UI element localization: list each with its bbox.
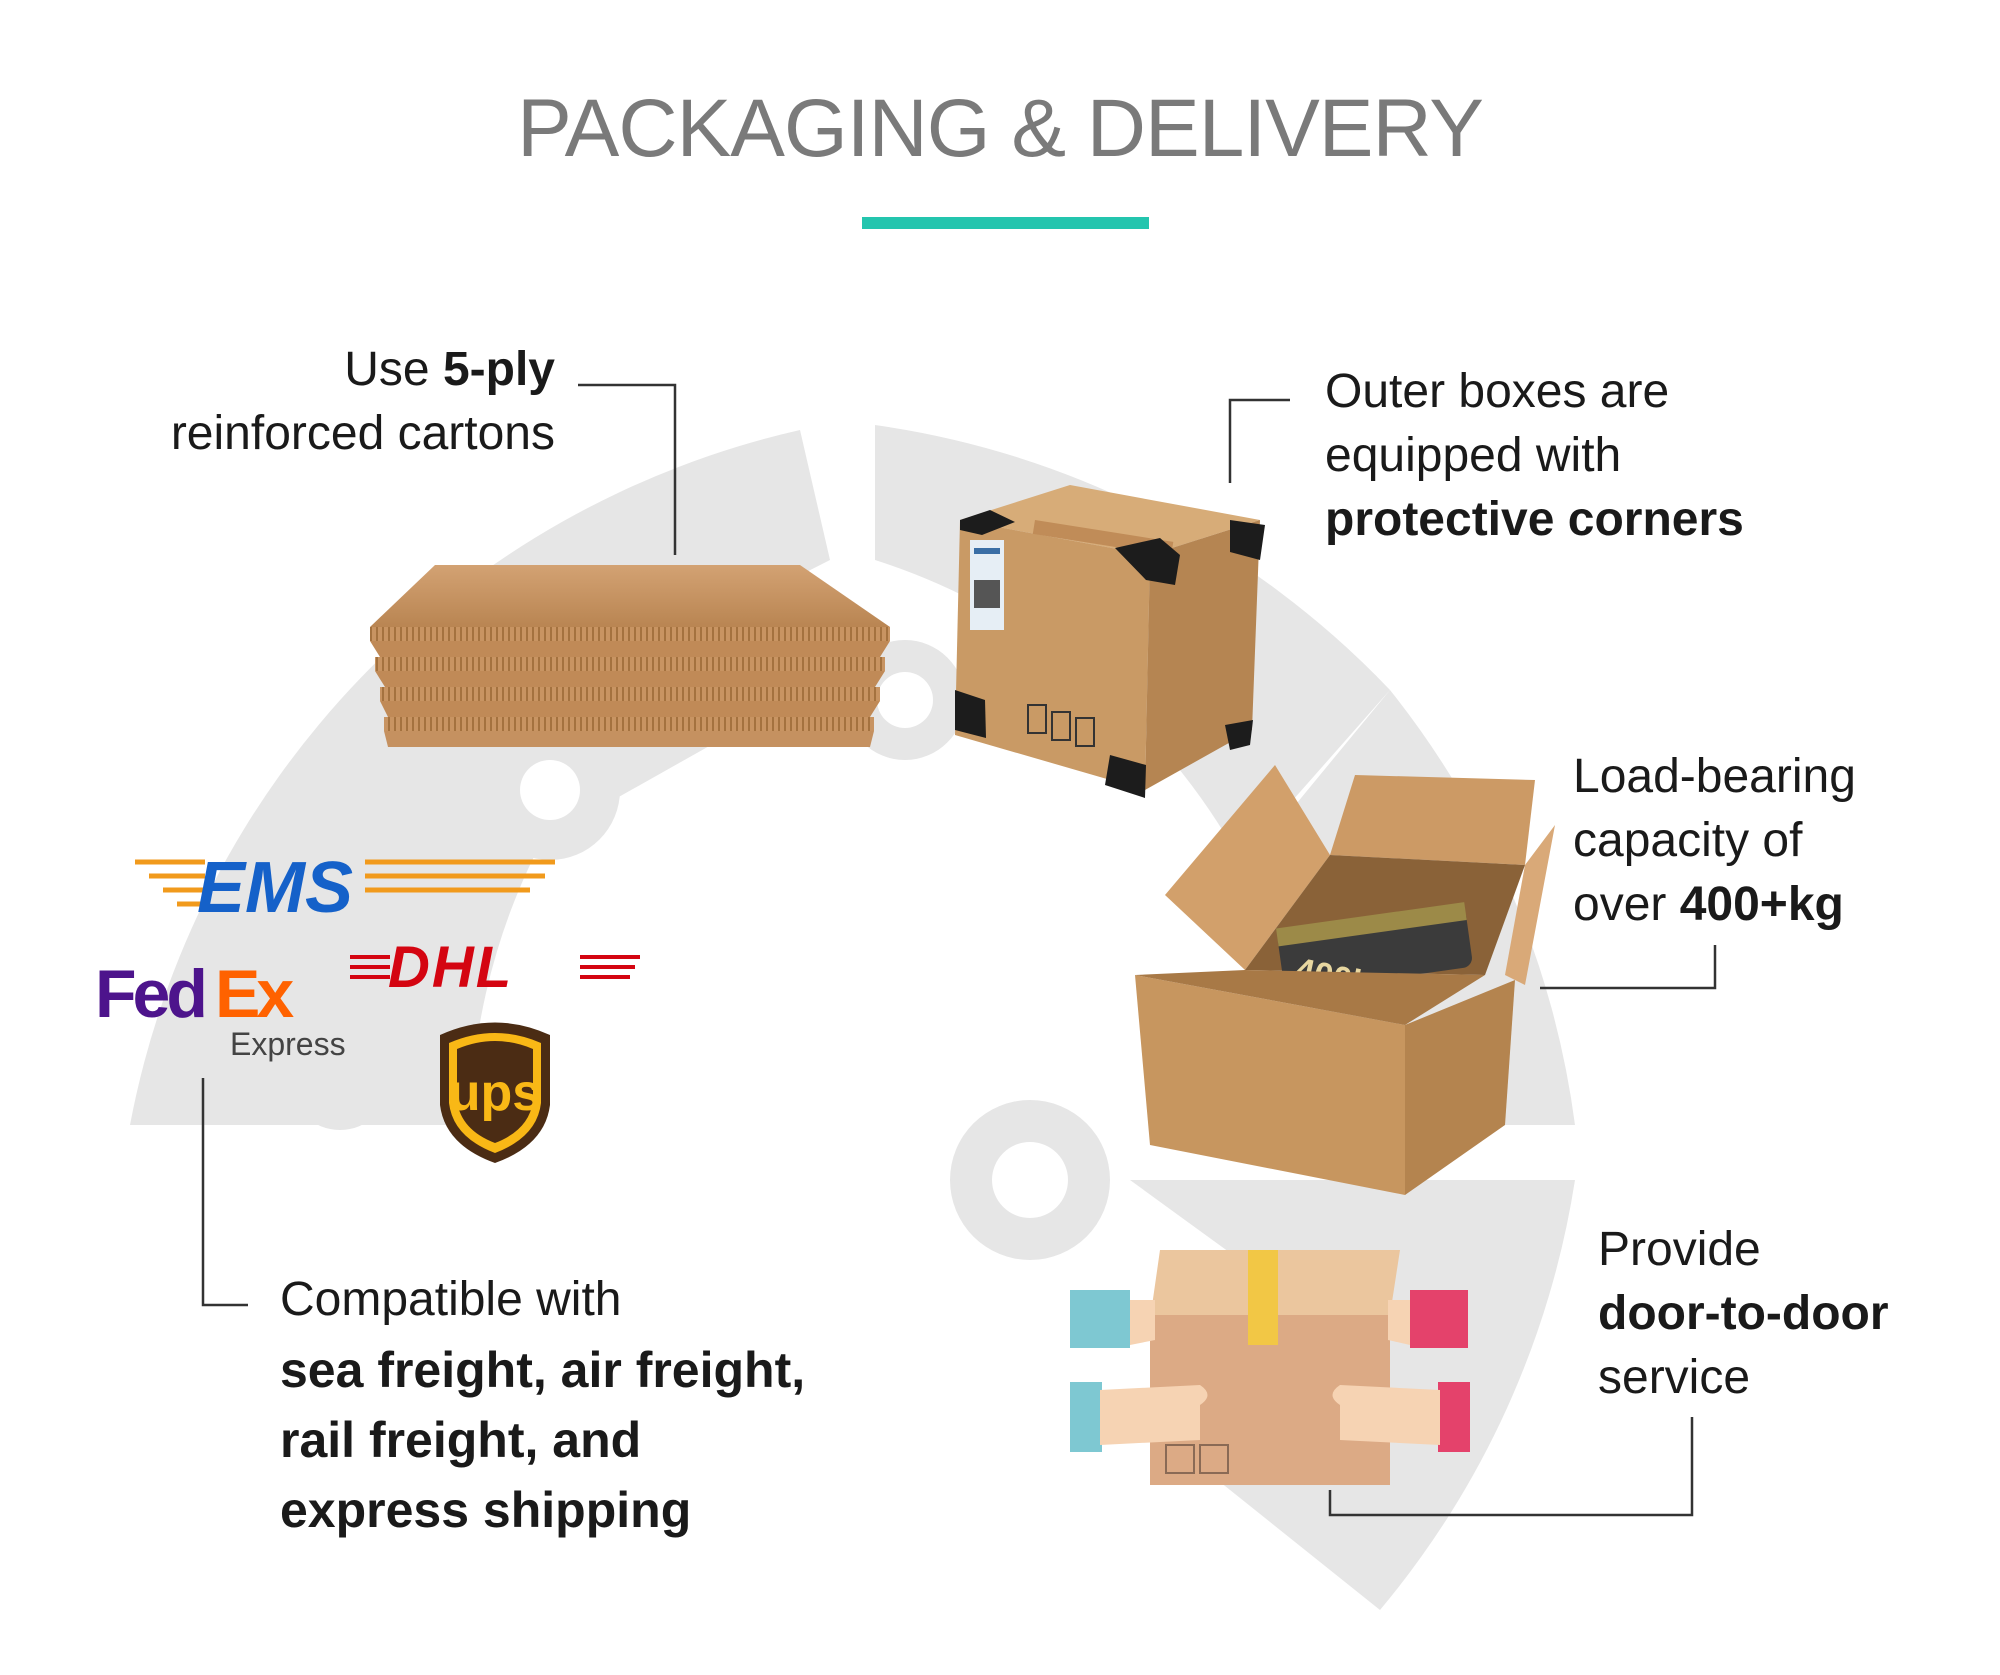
corners-line2: equipped with — [1325, 429, 1622, 482]
ems-logo: EMS — [135, 850, 555, 925]
door-line3: service — [1598, 1351, 1751, 1404]
connector-shipping — [201, 1078, 248, 1307]
feature-corners-text: Outer boxes are equipped with protective… — [1325, 360, 1925, 552]
fedex-sub-text: Express — [230, 1026, 346, 1062]
dhl-logo: DHL — [350, 935, 640, 995]
load-line1: Load-bearing — [1573, 750, 1856, 803]
load-bold: 400+kg — [1679, 878, 1844, 931]
fedex-logo: Fed Ex Express — [95, 956, 346, 1062]
ply-line2: reinforced cartons — [170, 407, 555, 460]
shipping-bold2: rail freight, and — [280, 1412, 642, 1468]
corners-bold: protective corners — [1325, 493, 1744, 546]
feature-door-text: Provide door-to-door service — [1598, 1218, 1998, 1410]
ups-logo: ups — [440, 1022, 550, 1163]
dhl-text: DHL — [388, 935, 513, 995]
shipping-bold3: express shipping — [280, 1482, 692, 1538]
ply-bold: 5-ply — [442, 343, 555, 396]
page-title: PACKAGING & DELIVERY — [517, 83, 1484, 174]
feature-ply-text: Use 5-ply reinforced cartons — [100, 338, 555, 466]
title-underline — [862, 217, 1149, 229]
ems-text: EMS — [197, 850, 353, 925]
connector-corners — [1228, 398, 1290, 483]
shipping-bold1: sea freight, air freight, — [280, 1342, 806, 1398]
corners-line1: Outer boxes are — [1325, 365, 1670, 418]
ups-text: ups — [449, 1064, 541, 1122]
connector-load — [1540, 945, 1717, 990]
fedex-fed-text: Fed — [95, 956, 204, 1032]
connector-door — [1328, 1417, 1694, 1517]
ply-prefix: Use — [344, 343, 443, 396]
hands-holding-box-icon — [1070, 1250, 1470, 1485]
shipping-line1: Compatible with — [280, 1273, 622, 1326]
connector-ply — [578, 383, 677, 555]
feature-load-text: Load-bearing capacity of over 400+kg — [1573, 745, 1993, 937]
feature-shipping-text: Compatible with sea freight, air freight… — [280, 1265, 900, 1545]
fedex-ex-text: Ex — [215, 956, 294, 1032]
load-prefix: over — [1573, 878, 1680, 931]
cardboard-layers-icon — [370, 565, 890, 747]
door-bold: door-to-door — [1598, 1287, 1889, 1340]
load-line2: capacity of — [1573, 814, 1803, 867]
door-line1: Provide — [1598, 1223, 1761, 1276]
open-box-weight-icon: 400kg — [1135, 765, 1555, 1195]
box-with-corners-icon — [955, 485, 1265, 798]
